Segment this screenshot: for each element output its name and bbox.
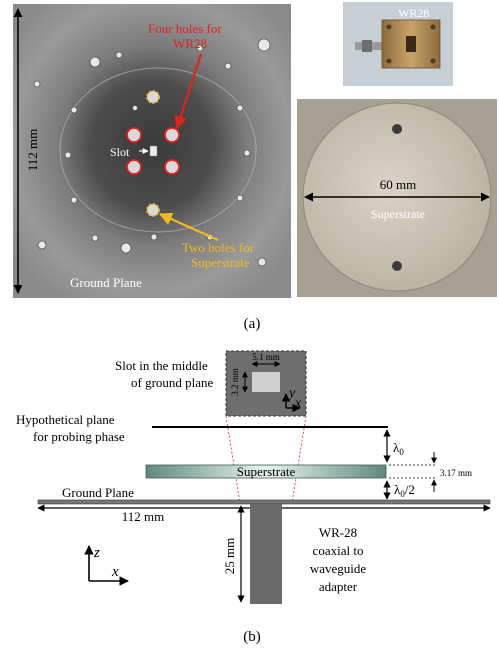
adapter-label-1: WR-28 [319,525,357,540]
adapter-label-2: coaxial to [313,543,364,558]
caption-a: (a) [244,316,261,332]
wr28-photo: WR28 [343,2,453,86]
superstrate-layer-label: Superstrate [237,464,296,479]
caption-b: (b) [243,629,261,645]
slot-height-label: 3.2 mm [230,368,240,396]
mounting-holes [33,38,271,267]
slot-note-1: Slot in the middle [115,358,208,373]
superstrate-photo-label: Superstrate [371,207,425,221]
superstrate-photo: 60 mm Superstrate [297,99,497,297]
slot-inset: 5.1 mm 3.2 mm y x [225,350,307,417]
axis-x-label: x [111,564,119,580]
four-holes-label-2: WR28 [173,36,207,51]
wr28-photo-label: WR28 [398,6,429,20]
slot-mark [149,145,158,157]
adapter-label-3: waveguide [310,561,367,576]
slot-note-2: of ground plane [131,375,214,390]
ground-plane-label: Ground Plane [62,485,134,500]
dim-60: 60 mm [380,177,416,192]
waveguide-adapter [250,504,282,604]
inset-axis-y: y [287,386,296,401]
cross-section-diagram: Slot in the middle of ground plane 5.1 m… [16,350,491,604]
ground-width-label: 112 mm [122,509,165,524]
probe-plane-label-2: for probing phase [33,429,125,444]
lambda0-label: λ0 [393,440,404,457]
half-lambda-label: λ0/2 [394,482,415,499]
probe-plane-label-1: Hypothetical plane [16,412,115,427]
four-holes-label-1: Four holes for [148,21,222,36]
inset-axis-x: x [294,396,302,411]
superstrate-holes [146,90,160,217]
thickness-label: 3.17 mm [440,468,472,478]
two-holes-label-2: Superstrate [191,255,250,270]
adapter-label-4: adapter [319,579,358,594]
ground-plane-photo: Slot Four holes for WR28 Two holes for S… [13,4,291,298]
axis-z-label: z [93,545,100,561]
ground-plane-photo-label: Ground Plane [70,275,142,290]
superstrate-layer [145,464,387,479]
slot-label: Slot [110,145,130,159]
ground-plane-layer [37,499,491,505]
two-holes-label-1: Two holes for [182,240,255,255]
slot-width-label: 5.1 mm [252,352,280,362]
dim-112-vertical: 112 mm [25,129,40,172]
zx-axes: z x [84,545,129,586]
wr28-holes [126,127,180,175]
adapter-length-label: 25 mm [222,538,237,574]
